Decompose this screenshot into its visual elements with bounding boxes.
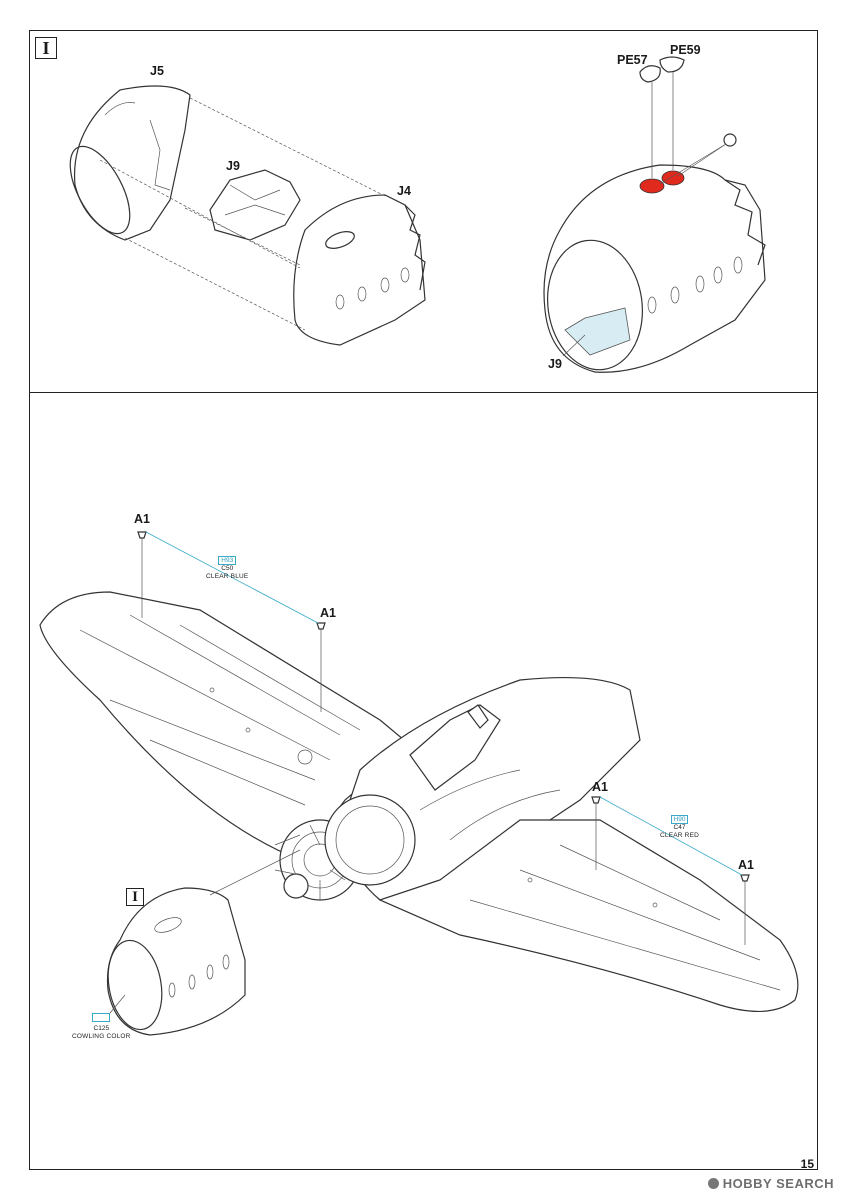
paint-callout-cowling: C125 COWLING COLOR <box>72 1013 131 1041</box>
aircraft-drawing <box>39 591 799 1012</box>
paint-code: H93 <box>218 556 237 565</box>
cowling-j4-drawing <box>293 194 426 346</box>
paint-number: C47 <box>673 824 686 831</box>
label-a1-right-1: A1 <box>592 780 608 794</box>
label-pe59: PE59 <box>670 43 701 57</box>
a1-light-leaders <box>137 531 750 945</box>
label-a1-left-1: A1 <box>134 512 150 526</box>
section-divider <box>29 392 818 393</box>
explode-arrows <box>99 97 386 331</box>
paint-code <box>92 1013 111 1022</box>
label-j9-bottom: J9 <box>548 357 562 371</box>
watermark: HOBBY SEARCH <box>707 1176 834 1191</box>
cowling-j5-drawing <box>69 85 191 241</box>
label-j9-top: J9 <box>226 159 240 173</box>
label-a1-right-2: A1 <box>738 858 754 872</box>
label-a1-left-2: A1 <box>320 606 336 620</box>
paint-number: C50 <box>221 565 234 572</box>
photo-etch-parts <box>562 56 737 357</box>
part-j9-drawing <box>209 169 301 241</box>
watermark-text: HOBBY SEARCH <box>722 1176 834 1191</box>
hobby-search-logo-icon <box>707 1178 719 1189</box>
instruction-frame <box>29 30 818 1170</box>
paint-callout-blue: H93 C50 CLEAR BLUE <box>206 556 248 581</box>
paint-name: CLEAR RED <box>660 832 700 839</box>
step-marker-callout: I <box>126 888 144 906</box>
cowling-assembled-drawing <box>543 164 766 373</box>
step-marker-top: I <box>35 37 57 59</box>
label-j4: J4 <box>397 184 411 198</box>
paint-callout-red: H90 C47 CLEAR RED <box>660 815 699 840</box>
paint-code: H90 <box>670 815 689 824</box>
paint-name: COWLING COLOR <box>72 1033 131 1040</box>
paint-name: CLEAR BLUE <box>206 573 249 580</box>
label-pe57: PE57 <box>617 53 648 67</box>
cowling-callout-drawing <box>106 849 301 1036</box>
label-j5: J5 <box>150 64 164 78</box>
paint-number: C125 <box>93 1025 110 1032</box>
page-number: 15 <box>800 1157 814 1171</box>
